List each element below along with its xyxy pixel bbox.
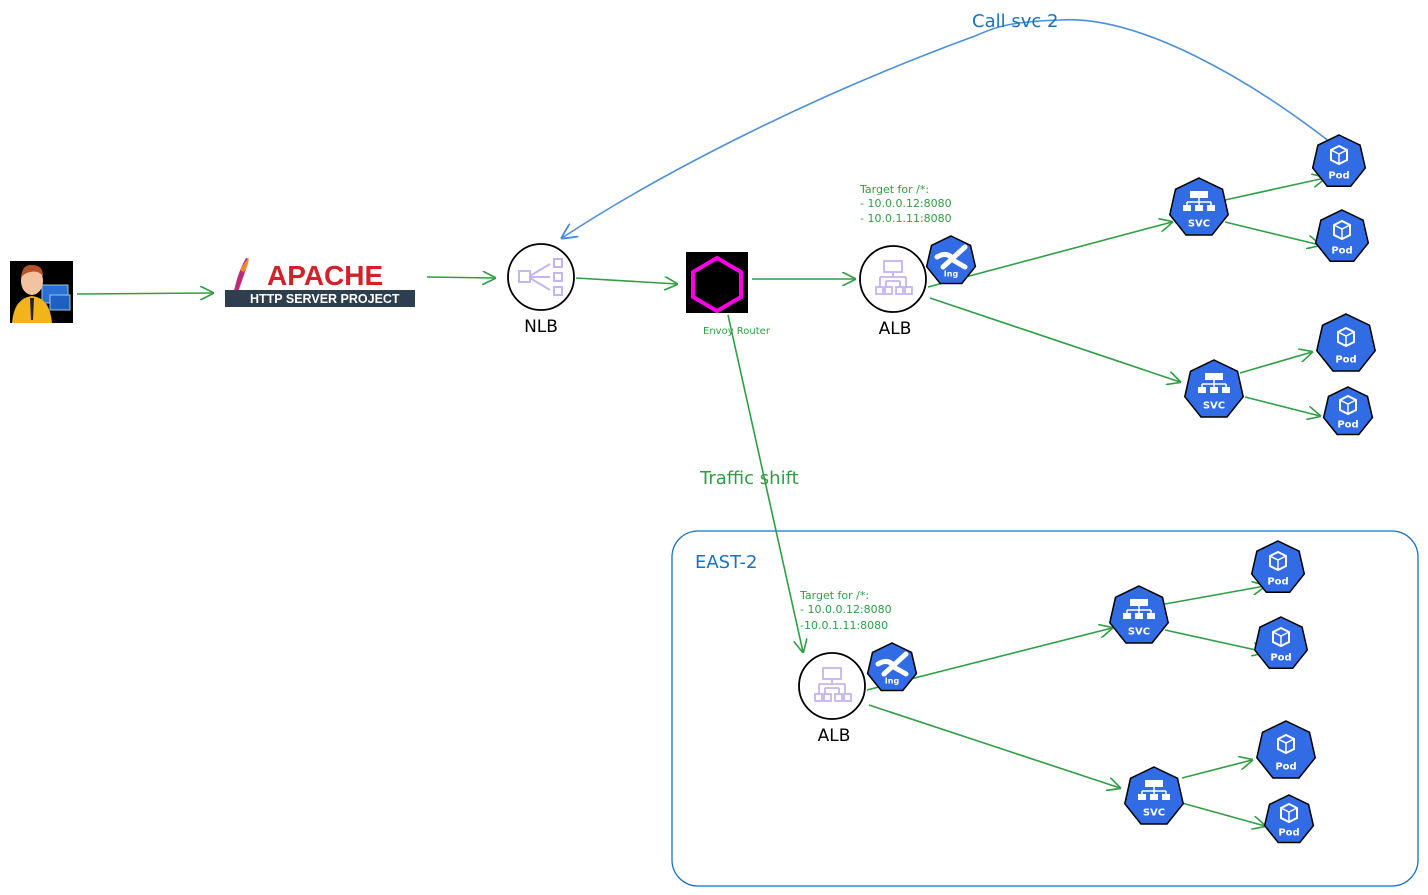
- pod-node[interactable]: Pod: [1322, 386, 1374, 436]
- svc-label: SVC: [1128, 627, 1150, 638]
- svg-text:Target for /*:: Target for /*:: [859, 183, 929, 196]
- pod-node[interactable]: Pod: [1315, 313, 1377, 372]
- connection-arrow: [1224, 221, 1320, 245]
- svc-node[interactable]: SVC: [1168, 177, 1230, 236]
- connection-arrow: [727, 314, 803, 652]
- pod-icon: [1339, 394, 1357, 416]
- svc-icon: [1198, 373, 1230, 393]
- envoy-label: Envoy Router: [703, 326, 771, 337]
- hierarchy-icon: [814, 667, 852, 702]
- hierarchy-icon: [875, 260, 913, 295]
- pod-node[interactable]: Pod: [1250, 540, 1306, 594]
- pod-node[interactable]: Pod: [1314, 209, 1370, 263]
- alb-node[interactable]: ALB: [859, 245, 927, 339]
- svc-node[interactable]: SVC: [1108, 585, 1170, 644]
- pod-label: Pod: [1278, 828, 1299, 839]
- pod-label: Pod: [1270, 653, 1291, 664]
- region-east-2: [671, 530, 1419, 887]
- connection-arrow: [1244, 396, 1320, 416]
- pod-label: Pod: [1331, 246, 1352, 257]
- svc-icon: [1138, 780, 1170, 800]
- ing-label: Ing: [944, 270, 959, 279]
- nlb-node[interactable]: NLB: [507, 243, 575, 337]
- apache-logo: APACHE HTTP SERVER PROJECT: [225, 258, 415, 307]
- connection-arrow: [1181, 760, 1252, 779]
- pod-icon: [1269, 550, 1287, 572]
- pod-node[interactable]: Pod: [1311, 134, 1367, 188]
- svg-text:-10.0.1.11:8080: -10.0.1.11:8080: [800, 619, 888, 632]
- alb-label: ALB: [879, 319, 912, 339]
- pod-node[interactable]: Pod: [1263, 794, 1315, 844]
- connection-arrow: [1164, 586, 1265, 605]
- traffic-shift-label: Traffic shift: [699, 468, 799, 489]
- svg-text:- 10.0.1.11:8080: - 10.0.1.11:8080: [860, 212, 952, 225]
- load-balancer-icon: [518, 258, 563, 296]
- alb-targets: Target for /*: - 10.0.0.12:8080 - 10.0.1…: [859, 183, 952, 225]
- pod-icon: [1337, 326, 1355, 348]
- svc-icon: [1123, 599, 1155, 619]
- svc-node[interactable]: SVC: [1183, 359, 1245, 418]
- connection-arrow: [76, 293, 213, 294]
- pod-label: Pod: [1267, 577, 1288, 588]
- pod-label: Pod: [1275, 762, 1296, 773]
- user-icon: [10, 261, 73, 323]
- svg-text:Target for /*:: Target for /*:: [799, 589, 869, 602]
- ing-icon: [875, 651, 909, 677]
- ing-icon: [934, 244, 968, 270]
- pod-label: Pod: [1328, 171, 1349, 182]
- svc-label: SVC: [1203, 401, 1225, 412]
- svg-text:- 10.0.0.12:8080: - 10.0.0.12:8080: [800, 603, 892, 616]
- pod-node[interactable]: Pod: [1255, 720, 1317, 779]
- svc-label: SVC: [1188, 219, 1210, 230]
- svg-text:- 10.0.0.12:8080: - 10.0.0.12:8080: [860, 197, 952, 210]
- connection-arrow: [1239, 352, 1312, 374]
- pod-icon: [1280, 802, 1298, 824]
- svg-text:HTTP SERVER PROJECT: HTTP SERVER PROJECT: [250, 292, 400, 306]
- connection-arrow: [1224, 178, 1325, 201]
- connection-arrow: [868, 704, 1120, 788]
- pod-icon: [1277, 733, 1295, 755]
- connection-arrow: [1181, 802, 1265, 826]
- ing-node[interactable]: Ing: [925, 235, 977, 285]
- pod-icon: [1272, 626, 1290, 648]
- pod-node[interactable]: Pod: [1253, 616, 1309, 670]
- connection-arrow: [1164, 629, 1265, 652]
- connection-arrow: [929, 297, 1180, 382]
- pod-label: Pod: [1335, 355, 1356, 366]
- ing-label: Ing: [885, 677, 900, 686]
- alb-label: ALB: [818, 726, 851, 746]
- svg-text:APACHE: APACHE: [267, 260, 383, 291]
- pod-icon: [1330, 144, 1348, 166]
- connection-arrow: [927, 222, 1172, 288]
- ing-node[interactable]: Ing: [866, 642, 918, 692]
- hexagon-icon: [691, 255, 743, 314]
- pod-icon: [1333, 219, 1351, 241]
- svc-label: SVC: [1143, 808, 1165, 819]
- svc-icon: [1183, 191, 1215, 211]
- call-svc-label: Call svc 2: [972, 11, 1058, 32]
- nlb-label: NLB: [524, 317, 558, 337]
- east-alb-node[interactable]: ALB: [798, 652, 866, 746]
- svc-node[interactable]: SVC: [1123, 766, 1185, 825]
- east-alb-targets: Target for /*: - 10.0.0.12:8080 -10.0.1.…: [799, 589, 892, 632]
- envoy-router-node[interactable]: Envoy Router: [686, 252, 771, 337]
- connection-arrow: [426, 277, 495, 278]
- region-label: EAST-2: [695, 552, 757, 573]
- pod-label: Pod: [1337, 420, 1358, 431]
- call-svc-arrow: [562, 19, 1331, 238]
- connection-arrow: [575, 278, 677, 284]
